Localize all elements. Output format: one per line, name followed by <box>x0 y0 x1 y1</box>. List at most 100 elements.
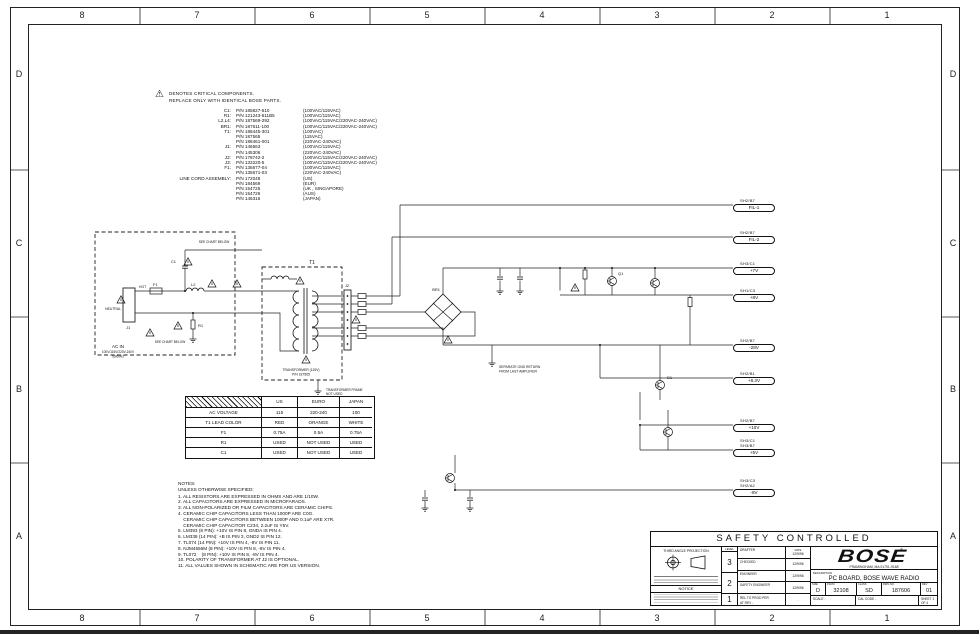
dashed-enclosures <box>94 231 343 381</box>
part-variant: (100VAC/115VAC) <box>303 144 341 150</box>
voltage-table-body: AC VOLTAGE 115 220-240 100 T1 LEAD COLOR… <box>186 408 374 458</box>
at-rev-label: AT REV - <box>740 601 754 605</box>
critical-part-row: BR1: P/N 187611-100 (100VAC/115VAC/220VA… <box>155 124 495 129</box>
us-value: USED <box>262 438 298 448</box>
fscm-header: FSCM <box>827 583 835 587</box>
zone-label: 3 <box>654 10 660 20</box>
c1-label: C1 <box>171 259 177 264</box>
frame-note-1: TRANSFORMER FRAME <box>326 388 363 392</box>
transformer-enclosure <box>261 266 343 381</box>
note-item: 9. TL072 (8 PIN): +10V IS PIN 8, -8V IS … <box>178 551 279 557</box>
flag-sheet-ref: SH2/B1 <box>740 371 755 376</box>
critical-part-row: P/N 184569 (EUR) <box>155 181 495 186</box>
part-ref: J2: <box>224 154 231 160</box>
zone-label: B <box>949 384 956 394</box>
flag-sheet-ref: SH3/C3 <box>740 478 756 483</box>
rel-to-prod-label: REL TO PROD PER <box>740 596 769 600</box>
offpage-connector-flag: SH2/B1 +8.3V <box>733 371 781 385</box>
bose-logo: BOSE <box>836 546 909 566</box>
flag-sheet-ref: SH1/C3 <box>740 288 756 293</box>
part-number: P/N 135671-03 <box>236 170 267 176</box>
col-header-japan: JAPAN <box>340 397 372 408</box>
zone-label: C <box>949 238 957 248</box>
critical-part-row: LINE CORD ASSEMBLY: P/N 172048 (US) <box>155 176 495 181</box>
flag-sheet-ref: SH2/B7 <box>740 418 755 423</box>
approval-role: DRAFTER <box>740 548 756 552</box>
approval-role: CHECKED <box>740 559 756 564</box>
col-header-us: US <box>262 397 298 408</box>
transformer-t1-symbol <box>292 288 319 354</box>
part-variant: (100VAC/115VAC) <box>303 165 341 171</box>
zone-label: 8 <box>79 613 85 623</box>
euro-value: NOT USED <box>298 438 340 448</box>
flag-signal-pill: -8V <box>733 488 775 497</box>
class-value: SD <box>865 587 873 594</box>
sheet-of-cell: SHEET 1 OF 4 <box>921 597 935 605</box>
table-row: R1 USED NOT USED USED <box>186 438 374 448</box>
japan-value: WHITE <box>340 418 372 428</box>
part-ref: C1: <box>223 107 231 113</box>
critical-part-row: P/N 187565 (115VAC) <box>155 134 495 139</box>
class-header: CLASS <box>858 583 867 587</box>
zone-label: 5 <box>424 613 430 623</box>
table-row: T1 LEAD COLOR RED ORANGE WHITE <box>186 418 374 428</box>
table-row: F1 0.75A 0.5A 0.75A <box>186 428 374 438</box>
japan-value: 100 <box>340 408 372 418</box>
zone-label: 3 <box>654 613 660 623</box>
ac-input-enclosure <box>94 231 236 356</box>
third-angle-projection-icon <box>665 554 706 570</box>
note-item: 5. LM393 (8 PIN): +10V IS PIN 8, GNDA IS… <box>178 528 283 534</box>
part-variant: (100VAC/115VAC/220VAC-240VAC) <box>303 123 377 129</box>
part-variant: (UK , SINGAPORE) <box>303 185 344 191</box>
part-number: P/N 133220-5 <box>236 159 265 165</box>
euro-value: ORANGE <box>298 418 340 428</box>
japan-value: USED <box>349 450 363 455</box>
offpage-connector-flag: SH3/C3 SH2/A2 -8V <box>733 478 781 497</box>
flag-sheet-ref: SH3/C1 <box>740 438 756 443</box>
zone-label: 6 <box>309 613 315 623</box>
release-row: REL TO PROD PER AT REV - . <box>738 594 810 605</box>
note-item: 7. TL074 (14 PIN): +10V IS PIN 4, -8V IS… <box>178 539 280 545</box>
rev-header: REV <box>922 583 928 587</box>
notes-block: NOTES: UNLESS OTHERWISE SPECIFIED: 1. AL… <box>178 481 464 569</box>
table-row: AC VOLTAGE 115 220-240 100 <box>186 408 374 418</box>
critical-part-row: P/N 135671-03 (220VAC-240VAC) <box>155 170 495 175</box>
note-item: 2. ALL CAPACITORS ARE EXPRESSED IN MICRO… <box>178 499 307 505</box>
zone-label: C <box>15 238 23 248</box>
euro-value: 220-240 <box>298 408 340 418</box>
j2-label: J2 <box>345 283 350 288</box>
table-row: C1 USED NOT USED USED <box>186 448 374 458</box>
scale-cell: SCALE - <box>811 595 856 605</box>
fscm-value: 32108 <box>833 587 849 594</box>
zone-label: 1 <box>884 613 890 623</box>
part-variant: (115VAC) <box>303 133 323 139</box>
third-angle-projection-label: THIRD ANGLE PROJECTION <box>663 548 709 553</box>
critical-part-row: P/N 154725 (UK , SINGAPORE) <box>155 186 495 191</box>
level-2: 2 <box>722 573 737 594</box>
ferrite-beads <box>357 293 367 339</box>
offpage-connector-flag: SH1/C3 +8V <box>733 288 781 302</box>
part-variant: (US) <box>303 175 313 181</box>
notes-subtitle: UNLESS OTHERWISE SPECIFIED: <box>178 487 254 493</box>
row-label: AC VOLTAGE <box>186 408 262 418</box>
level-column: LEVEL 3 2 1 <box>722 547 738 605</box>
critical-part-row: L2,L4: P/N 187569-292 (100VAC/115VAC/220… <box>155 118 495 123</box>
zone-label: 2 <box>769 10 775 20</box>
part-ref: R1: <box>223 113 231 119</box>
note-item: CERAMIC CHIP CAPACITORS BETWEEN 1000P AN… <box>178 516 335 522</box>
zone-label: 8 <box>79 10 85 20</box>
approval-row-engineer: ENGINEER 12/9/96 <box>738 570 810 583</box>
registered-mark: ® <box>900 547 903 552</box>
part-number: P/N 178742-2 <box>236 154 265 160</box>
approval-date: 12/9/96 <box>792 573 804 578</box>
flag-signal-pill: +7V <box>733 266 775 275</box>
flag-signal-pill: FIL-1 <box>733 203 775 212</box>
gnd-return-note-1: SEPARATE GND RETURN <box>499 365 541 369</box>
critical-part-row: C1: P/N 185827-510 (100VAC/115VAC) <box>155 108 495 113</box>
gnd-return-note-2: FROM LAST AMPLIFIER <box>499 370 538 374</box>
q1-label: Q1 <box>618 271 624 276</box>
part-number: P/N 146563 <box>236 144 261 150</box>
neutral-label: NEUTRAL <box>105 307 121 311</box>
